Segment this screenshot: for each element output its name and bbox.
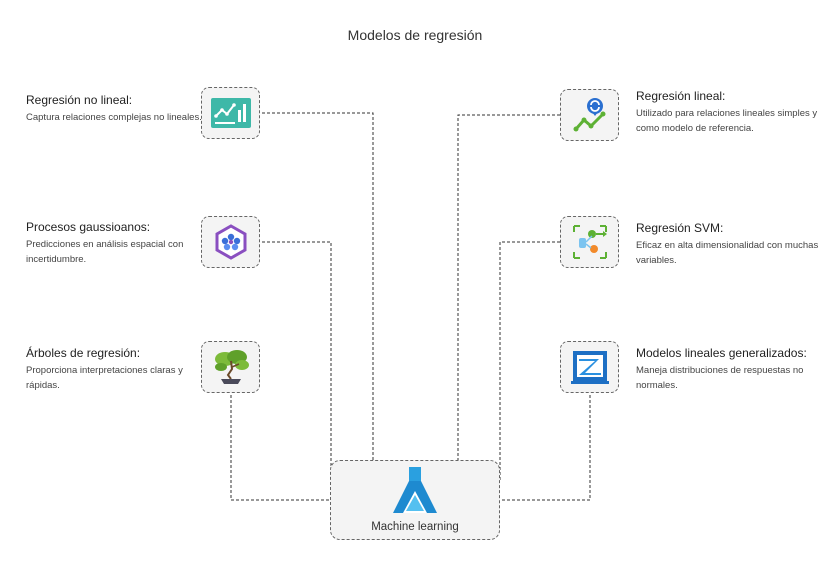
node-generalizados-box[interactable] bbox=[560, 341, 619, 393]
bonsai-tree-icon bbox=[214, 350, 249, 384]
node-generalizados-desc: Maneja distribuciones de respuestas no n… bbox=[636, 365, 804, 391]
connector-arboles bbox=[230, 395, 331, 501]
node-lineal-box[interactable] bbox=[560, 89, 619, 141]
node-arboles-text: Árboles de regresión: Proporciona interp… bbox=[26, 346, 216, 393]
node-arboles-desc: Proporciona interpretaciones claras y rá… bbox=[26, 365, 183, 391]
center-machine-learning-box[interactable]: Machine learning bbox=[330, 460, 500, 540]
node-arboles-title: Árboles de regresión: bbox=[26, 346, 141, 360]
connector-no-lineal bbox=[262, 112, 374, 460]
node-no-lineal-text: Regresión no lineal: Captura relaciones … bbox=[26, 93, 216, 125]
glm-window-icon bbox=[570, 351, 609, 384]
center-label: Machine learning bbox=[371, 521, 459, 533]
svm-nodes-icon bbox=[572, 225, 607, 259]
linear-trend-refresh-icon bbox=[573, 98, 605, 132]
node-gaussianos-text: Procesos gaussioanos: Predicciones en an… bbox=[26, 220, 216, 267]
hexagon-network-icon bbox=[215, 224, 246, 260]
connector-svm bbox=[499, 241, 560, 480]
node-arboles-box[interactable] bbox=[201, 341, 260, 393]
node-no-lineal-box[interactable] bbox=[201, 87, 260, 139]
node-lineal-desc: Utilizado para relaciones lineales simpl… bbox=[636, 108, 818, 134]
node-svm-desc: Eficaz en alta dimensionalidad con mucha… bbox=[636, 240, 819, 266]
node-lineal-title: Regresión lineal: bbox=[636, 89, 726, 103]
connector-lineal bbox=[457, 114, 560, 460]
connector-gaussianos bbox=[262, 241, 332, 480]
node-generalizados-text: Modelos lineales generalizados: Maneja d… bbox=[636, 346, 826, 393]
node-no-lineal-desc: Captura relaciones complejas no lineales… bbox=[26, 112, 202, 123]
machine-learning-flask-icon bbox=[393, 467, 437, 513]
node-gaussianos-title: Procesos gaussioanos: bbox=[26, 220, 151, 234]
node-lineal-text: Regresión lineal: Utilizado para relacio… bbox=[636, 89, 826, 136]
node-no-lineal-title: Regresión no lineal: bbox=[26, 93, 133, 107]
node-svm-box[interactable] bbox=[560, 216, 619, 268]
chart-analytics-icon bbox=[210, 98, 251, 128]
node-svm-text: Regresión SVM: Eficaz en alta dimensiona… bbox=[636, 221, 826, 268]
page-title: Modelos de regresión bbox=[347, 27, 483, 43]
node-svm-title: Regresión SVM: bbox=[636, 221, 724, 235]
node-generalizados-title: Modelos lineales generalizados: bbox=[636, 346, 807, 360]
node-gaussianos-desc: Predicciones en análisis espacial con in… bbox=[26, 239, 184, 265]
node-gaussianos-box[interactable] bbox=[201, 216, 260, 268]
connector-generalizados bbox=[500, 395, 591, 501]
